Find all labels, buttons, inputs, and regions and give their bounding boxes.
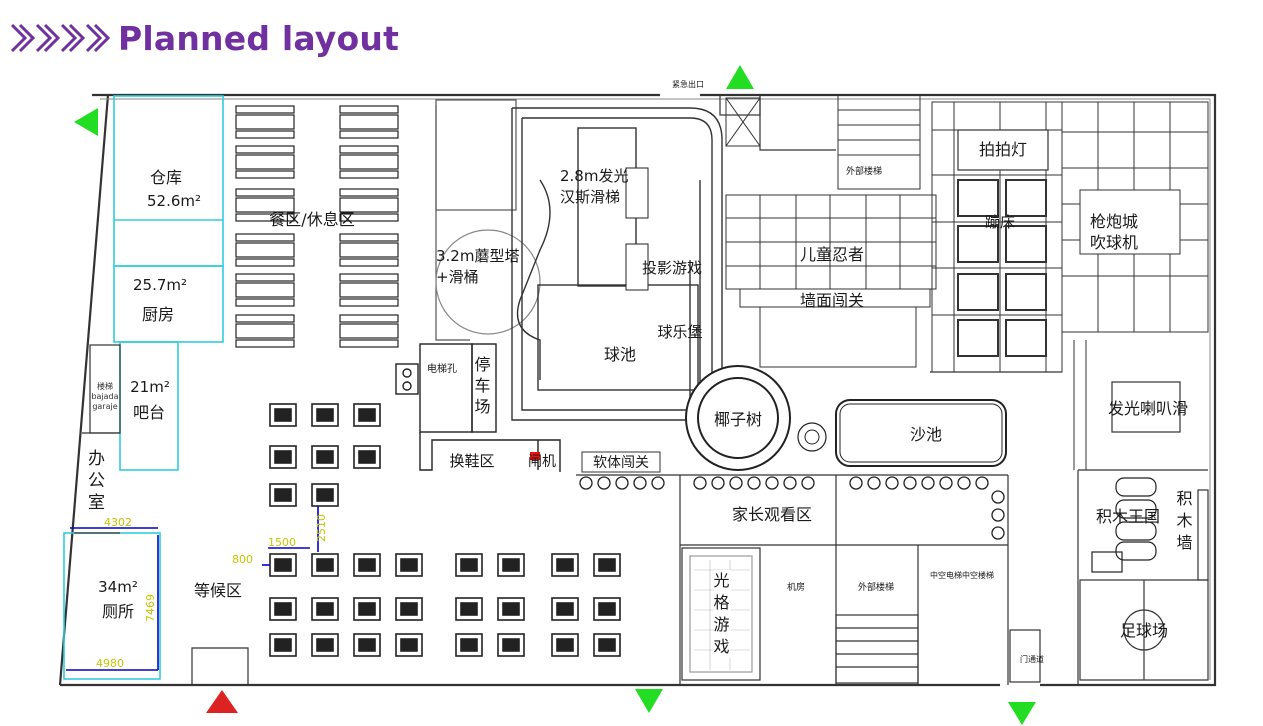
label-shoe-change: 换鞋区 xyxy=(449,452,494,470)
square-tables xyxy=(269,403,621,657)
label-football: 足球场 xyxy=(1120,621,1168,640)
label-blocks-wall-box: 积木墙 xyxy=(1176,489,1193,552)
double-chevron-right-icon xyxy=(10,21,110,55)
dim-toilet-width-bottom: 4980 xyxy=(96,657,124,670)
dim-seat-offset: 800 xyxy=(232,553,253,566)
label-coconut-tree: 椰子树 xyxy=(714,410,762,429)
room-labels: 仓库 52.6m² 餐区/休息区 25.7m² 厨房 21m² 吧台 楼梯 ba… xyxy=(88,79,1193,664)
label-soft-course: 软体闯关 xyxy=(593,455,649,471)
dim-seat-spacing-x: 1500 xyxy=(268,536,296,549)
label-kitchen-area: 25.7m² xyxy=(133,276,187,294)
label-slap-lights: 拍拍灯 xyxy=(979,140,1027,159)
label-external-stairs-bottom: 外部楼梯 xyxy=(858,581,894,593)
label-emergency-exit: 紧急出口 xyxy=(672,79,704,89)
label-light-grid-game-box: 光格游戏 xyxy=(713,570,731,658)
label-wall-course: 墙面闯关 xyxy=(800,291,864,310)
label-ball-castle: 球乐堡 xyxy=(657,323,702,341)
label-tower-slide: 3.2m蘑型塔+滑桶 xyxy=(436,247,520,286)
label-warehouse-area: 52.6m² xyxy=(147,192,201,210)
soft-course-rings xyxy=(579,476,1005,540)
label-sand-pool: 沙池 xyxy=(910,425,942,444)
label-parking: 停车场 xyxy=(474,355,491,416)
label-ninja: 儿童忍者 xyxy=(800,245,864,264)
label-cannon-city: 枪炮城 xyxy=(1090,212,1138,231)
entrance-arrow-south-2 xyxy=(1008,702,1036,725)
label-office: 办公室 xyxy=(88,449,105,513)
label-hans-slide: 2.8m发光汉斯滑梯 xyxy=(560,167,629,206)
label-projection-game: 投影游戏 xyxy=(642,259,702,277)
label-toilet-area: 34m² xyxy=(98,578,138,596)
label-bar: 吧台 xyxy=(133,403,165,422)
dining-tables xyxy=(235,105,399,348)
label-machine-room: 机房 xyxy=(787,581,805,593)
entrance-arrow-west xyxy=(74,108,98,136)
label-trumpet-slide: 发光喇叭滑 xyxy=(1108,399,1188,418)
page-title: Planned layout xyxy=(118,18,400,58)
dimension-lines xyxy=(66,506,319,671)
label-elevator-shaft: 电梯孔 xyxy=(427,362,457,375)
dim-toilet-height: 7469 xyxy=(144,594,157,622)
outer-walls xyxy=(58,93,1217,687)
entrance-arrow-south-1 xyxy=(635,689,663,713)
label-atrium-elevator: 中空电梯中空楼梯 xyxy=(930,570,994,580)
label-external-stairs-top: 外部楼梯 xyxy=(846,165,882,177)
main-entrance-arrow xyxy=(206,690,238,713)
label-dining: 餐区/休息区 xyxy=(269,210,354,229)
label-blocks-wall: 积木墙 xyxy=(1176,489,1193,552)
dimension-labels: 4302 4980 800 1500 7469 2510 xyxy=(96,514,328,670)
label-stairs-garage-box: 楼梯 bajada garaje xyxy=(91,382,119,411)
label-tower-slide-box: 3.2m蘑型塔+滑桶 xyxy=(436,247,520,286)
label-stairs-garage: 楼梯 bajada garaje xyxy=(91,382,119,411)
label-parking-box: 停车场 xyxy=(474,355,491,416)
label-toilet: 厕所 xyxy=(102,602,134,621)
label-kitchen: 厨房 xyxy=(142,305,174,324)
label-light-grid-game: 光格游戏 xyxy=(713,570,731,658)
entrance-arrows xyxy=(74,65,1036,725)
label-blowing-machine: 吹球机 xyxy=(1090,233,1138,252)
label-bar-area: 21m² xyxy=(130,378,170,396)
label-hans-slide-box: 2.8m发光汉斯滑梯 xyxy=(560,167,629,206)
label-warehouse: 仓库 xyxy=(150,168,182,187)
label-gate: 闸机 xyxy=(528,454,556,470)
label-ball-pool: 球池 xyxy=(604,345,636,364)
label-trampoline: 蹦床 xyxy=(985,213,1015,231)
label-office-box: 办公室 xyxy=(88,449,105,513)
label-passage: 门通道 xyxy=(1020,654,1044,664)
label-blocks-kingdom: 积木王国 xyxy=(1096,507,1160,526)
entrance-arrow-north xyxy=(726,65,754,89)
label-parent-viewing: 家长观看区 xyxy=(732,505,812,524)
slide-header: Planned layout xyxy=(10,14,399,62)
label-waiting: 等候区 xyxy=(194,581,242,600)
dim-seat-spacing-y: 2510 xyxy=(315,514,328,542)
dim-toilet-width-top: 4302 xyxy=(104,516,132,529)
